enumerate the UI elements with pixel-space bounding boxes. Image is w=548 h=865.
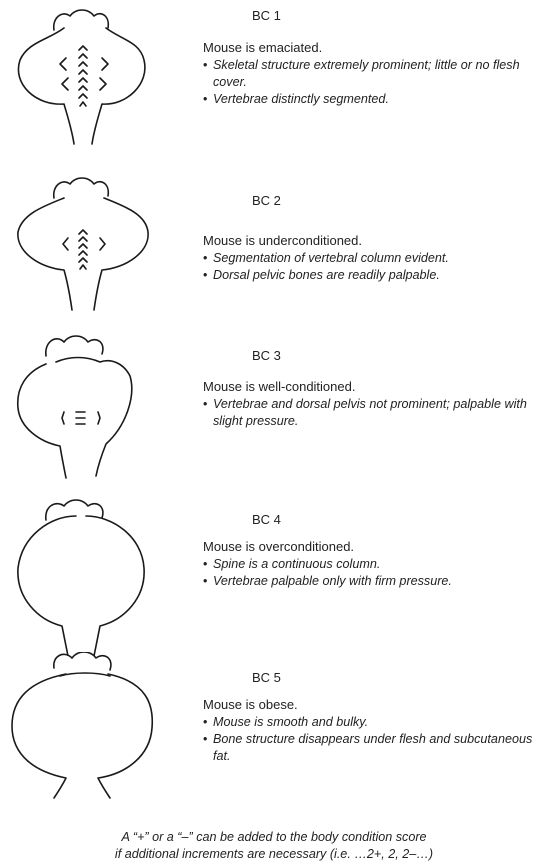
bc1-detail-item: Vertebrae distinctly segmented. [203,91,548,108]
bc4-summary: Mouse is overconditioned. [203,539,354,554]
footnote: A “+” or a “–” can be added to the body … [0,829,548,863]
bc1-mouse-svg [6,0,196,160]
bc5-mouse-svg [6,652,196,812]
bc4-mouse-svg [6,496,196,656]
bc4-detail-item: Vertebrae palpable only with firm pressu… [203,573,548,590]
bc5-details: Mouse is smooth and bulky. Bone structur… [203,714,548,765]
bc4-entry: BC 4 Mouse is overconditioned. Spine is … [0,496,548,656]
bc3-title: BC 3 [252,348,281,363]
bc5-entry: BC 5 Mouse is obese. Mouse is smooth and… [0,652,548,812]
bc2-mouse-illustration [6,168,196,328]
bc1-details: Skeletal structure extremely prominent; … [203,57,548,108]
bc4-title: BC 4 [252,512,281,527]
bc3-summary: Mouse is well-conditioned. [203,379,355,394]
bc3-entry: BC 3 Mouse is well-conditioned. Vertebra… [0,328,548,488]
bc1-title: BC 1 [252,8,281,23]
bc2-detail-item: Segmentation of vertebral column evident… [203,250,548,267]
bc3-details: Vertebrae and dorsal pelvis not prominen… [203,396,548,430]
footnote-line-2: if additional increments are necessary (… [0,846,548,863]
bc1-summary: Mouse is emaciated. [203,40,322,55]
bc5-detail-item: Mouse is smooth and bulky. [203,714,548,731]
bc4-details: Spine is a continuous column. Vertebrae … [203,556,548,590]
bc2-entry: BC 2 Mouse is underconditioned. Segmenta… [0,168,548,328]
bc2-details: Segmentation of vertebral column evident… [203,250,548,284]
bc5-mouse-illustration [6,652,196,812]
bc3-mouse-svg [6,328,196,488]
footnote-line-1: A “+” or a “–” can be added to the body … [0,829,548,846]
bc5-summary: Mouse is obese. [203,697,298,712]
bc5-detail-item: Bone structure disappears under flesh an… [203,731,548,765]
bc1-detail-item: Skeletal structure extremely prominent; … [203,57,548,91]
bc3-mouse-illustration [6,328,196,488]
bc3-detail-item: Vertebrae and dorsal pelvis not prominen… [203,396,548,430]
bc2-summary: Mouse is underconditioned. [203,233,362,248]
bc2-mouse-svg [6,168,196,328]
bc4-mouse-illustration [6,496,196,656]
bc2-detail-item: Dorsal pelvic bones are readily palpable… [203,267,548,284]
bc1-entry: BC 1 Mouse is emaciated. Skeletal struct… [0,0,548,160]
bc2-title: BC 2 [252,193,281,208]
bc1-mouse-illustration [6,0,196,160]
bc5-title: BC 5 [252,670,281,685]
bc4-detail-item: Spine is a continuous column. [203,556,548,573]
